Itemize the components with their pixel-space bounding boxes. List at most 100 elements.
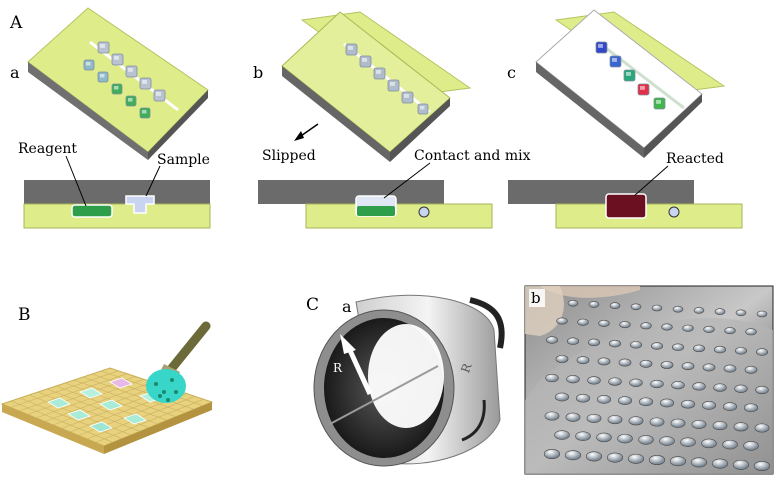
droplet (619, 321, 631, 329)
droplet (566, 337, 579, 345)
brush-dots (154, 378, 178, 402)
droplet (711, 458, 729, 469)
droplet (701, 401, 717, 410)
droplet (608, 377, 622, 386)
chip-a-upper-well (111, 53, 124, 66)
droplet (565, 412, 581, 422)
droplet (691, 419, 707, 429)
chip-a-tilted (27, 7, 209, 160)
droplet (724, 327, 736, 335)
droplet (575, 393, 591, 403)
droplet (713, 345, 726, 354)
droplet (693, 307, 705, 314)
droplet (544, 411, 560, 421)
droplet (554, 392, 570, 402)
droplet (650, 379, 664, 389)
droplet (650, 342, 663, 350)
droplet (743, 441, 759, 451)
panel-C-a-letter: a (342, 297, 352, 316)
chip-a-lower-well (125, 95, 137, 107)
petri-photo: b (524, 285, 774, 475)
reagent-label: Reagent (18, 141, 77, 157)
chip-c-wells (595, 41, 666, 110)
chip-b-well (359, 55, 372, 68)
painted-well (47, 397, 71, 409)
droplet (755, 348, 768, 356)
mixed-well-b (357, 206, 395, 216)
brush-dot (154, 382, 158, 386)
droplet (555, 355, 569, 363)
droplet (567, 299, 579, 307)
droplet (628, 416, 644, 426)
cross-section-c (508, 180, 743, 229)
chip-b-well (401, 91, 414, 104)
droplet (661, 323, 673, 331)
chip-a-upper-well (97, 41, 110, 54)
droplet (733, 422, 749, 432)
droplet (554, 430, 570, 440)
painted-well (89, 421, 113, 433)
grid-line (95, 398, 204, 443)
droplet (672, 305, 684, 313)
droplet (545, 336, 558, 344)
contact-and-mix-label: Contact and mix (414, 148, 531, 164)
slipped-label: Slipped (262, 148, 316, 164)
sample-well-a (125, 195, 155, 214)
droplet (606, 452, 624, 463)
chip-a-lower-well (139, 107, 151, 119)
droplet (543, 449, 561, 459)
droplet (701, 438, 717, 449)
droplet (648, 455, 666, 465)
droplet (629, 378, 643, 387)
droplet (713, 383, 727, 392)
reagent-well-a (71, 204, 113, 218)
reacted-label: Reacted (666, 151, 724, 167)
brush-dot (174, 390, 178, 394)
droplet (722, 439, 738, 450)
droplet (597, 357, 611, 366)
rotary-ring: R R (313, 294, 505, 467)
chip-c-reacted-well (623, 69, 636, 82)
chip-a-upper-well (125, 65, 138, 78)
droplet (577, 318, 589, 326)
cross-section-b (258, 180, 493, 229)
droplet (712, 421, 728, 431)
chip-a-upper-well (153, 89, 166, 102)
chip-b-well (345, 43, 358, 56)
droplet (586, 413, 602, 423)
droplet (680, 399, 696, 409)
droplet (576, 356, 590, 365)
brush-dot (166, 398, 170, 402)
droplet (735, 309, 747, 317)
droplet (754, 423, 770, 433)
droplet (681, 362, 695, 371)
painted-chip (0, 321, 214, 454)
brush-ball (146, 369, 186, 403)
droplet (575, 431, 591, 441)
droplet (723, 364, 737, 373)
chip-a-wells (83, 41, 166, 119)
brush-dot (170, 378, 174, 382)
droplet (690, 457, 708, 468)
reacted-well-c (605, 193, 647, 219)
droplet (753, 461, 771, 471)
droplet (670, 418, 686, 428)
droplet (545, 373, 559, 383)
droplet (744, 365, 758, 374)
painted-well (109, 377, 133, 389)
chip-c-reacted-well (653, 97, 666, 110)
droplet (680, 437, 696, 447)
droplet (659, 398, 675, 408)
cross-section-a (23, 180, 211, 229)
painted-well (99, 399, 123, 411)
brush-dot (158, 394, 162, 398)
droplet (651, 304, 663, 312)
droplet (682, 324, 694, 332)
chip-c-reacted-well (609, 55, 622, 68)
panel-A-letter: A (9, 13, 23, 33)
droplet (629, 341, 642, 349)
chip-b-well (373, 67, 386, 80)
droplet (627, 453, 645, 464)
